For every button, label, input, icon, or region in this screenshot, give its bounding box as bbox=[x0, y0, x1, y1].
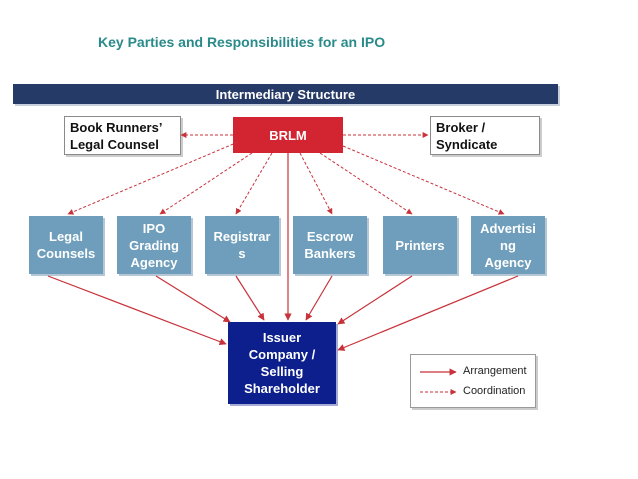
ipo-grading-line-1: IPO bbox=[142, 220, 166, 236]
ipo-grading-line-3: Agency bbox=[130, 254, 178, 270]
arrangement-line-registrar bbox=[235, 275, 265, 321]
brlm-box: BRLM bbox=[233, 117, 343, 153]
advertising-line-2: ng bbox=[500, 237, 516, 253]
coordination-line-legal bbox=[67, 141, 239, 215]
issuer-line-1: Issuer bbox=[262, 330, 302, 345]
legal-line-1: Legal bbox=[49, 229, 83, 244]
ipo-grading-line-2: Grading bbox=[129, 237, 179, 253]
legend-coordination-label: Coordination bbox=[463, 385, 526, 397]
legend-arrangement-label: Arrangement bbox=[463, 365, 527, 377]
issuer-line-4: Shareholder bbox=[244, 381, 320, 396]
arrangement-line-printers bbox=[337, 275, 413, 325]
coordination-line-advertising bbox=[342, 145, 505, 215]
arrangement-line-legal bbox=[47, 275, 227, 346]
printers-line-1: Printers bbox=[395, 237, 445, 253]
printers-box: Printers bbox=[383, 216, 457, 274]
arrangement-line-advertising bbox=[337, 275, 519, 351]
advertising-line-1: Advertisi bbox=[480, 220, 536, 236]
legal-counsels-box: Legal Counsels bbox=[29, 216, 103, 274]
broker-line-1: Broker / bbox=[436, 120, 486, 135]
broker-line-2: Syndicate bbox=[436, 137, 498, 152]
escrow-bankers-box: Escrow Bankers bbox=[293, 216, 367, 274]
issuer-line-2: Company / bbox=[248, 347, 316, 362]
broker-syndicate-box: Broker / Syndicate bbox=[430, 116, 540, 155]
escrow-line-1: Escrow bbox=[306, 229, 354, 244]
coordination-line-printers bbox=[319, 152, 413, 215]
registrar-line-2: s bbox=[238, 246, 246, 261]
coordination-line-registrar bbox=[235, 152, 273, 215]
advertising-line-3: Agency bbox=[484, 254, 532, 270]
arrangement-line-escrow bbox=[305, 275, 333, 321]
legal-line-2: Counsels bbox=[36, 246, 96, 261]
book-runners-line-2: Legal Counsel bbox=[70, 137, 159, 152]
advertising-agency-box: Advertisi ng Agency bbox=[471, 216, 545, 274]
legend bbox=[410, 354, 536, 408]
coordination-line-ipo-grading bbox=[159, 152, 253, 215]
arrangement-line-ipo-grading bbox=[155, 275, 231, 323]
book-runners-line-1: Book Runners’ bbox=[70, 120, 163, 135]
escrow-line-2: Bankers bbox=[304, 246, 356, 261]
slide-title: Key Parties and Responsibilities for an … bbox=[98, 34, 386, 50]
intermediary-structure-band: Intermediary Structure bbox=[13, 84, 558, 104]
registrars-box: Registrar s bbox=[205, 216, 279, 274]
ipo-grading-agency-box: IPO Grading Agency bbox=[117, 216, 191, 274]
issuer-line-3: Selling bbox=[260, 364, 304, 379]
issuer-company-box: Issuer Company / Selling Shareholder bbox=[228, 322, 336, 404]
registrar-line-1: Registrar bbox=[213, 229, 271, 244]
coordination-line-escrow bbox=[299, 152, 333, 215]
